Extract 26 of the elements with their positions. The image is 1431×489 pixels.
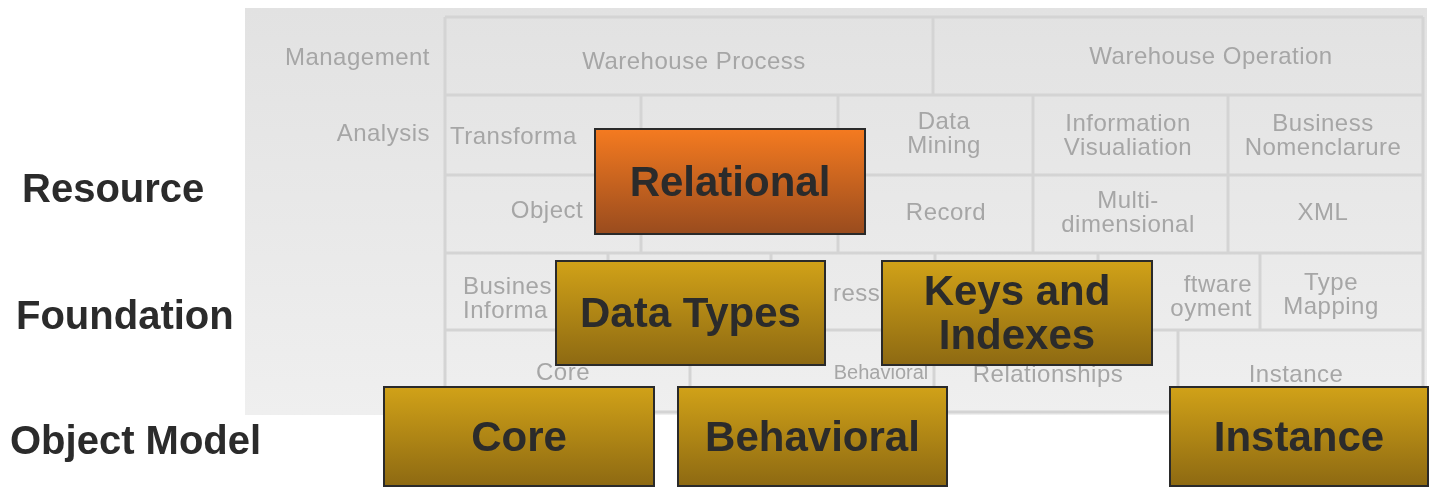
- module-label: Business Nomenclarure: [1243, 111, 1403, 159]
- highlighted-module-box: Relational: [594, 128, 866, 235]
- module-label: Instance: [1248, 362, 1344, 386]
- highlighted-module-box: Data Types: [555, 260, 826, 366]
- highlighted-module-box: Core: [383, 386, 655, 487]
- module-label: ress: [833, 281, 881, 305]
- highlighted-module-box: Instance: [1169, 386, 1429, 487]
- module-label: Type Mapping: [1282, 270, 1380, 318]
- module-label: Data Mining: [906, 109, 982, 157]
- module-label: Busines Informa: [463, 274, 553, 322]
- module-label: Information Visualiation: [1062, 111, 1194, 159]
- module-label: Warehouse Process: [582, 49, 806, 73]
- module-label: Warehouse Operation: [1089, 44, 1333, 68]
- highlighted-module-box: Keys and Indexes: [881, 260, 1153, 366]
- module-label: Analysis: [336, 121, 430, 145]
- layer-label: Object Model: [10, 417, 262, 463]
- module-label: XML: [1297, 200, 1349, 224]
- layer-label: Foundation: [16, 292, 234, 338]
- module-label: Object: [510, 198, 584, 222]
- module-label: ftware oyment: [1169, 272, 1252, 320]
- layer-label: Resource: [22, 165, 205, 211]
- module-label: Management: [284, 45, 430, 69]
- module-label: Transforma: [450, 124, 577, 148]
- module-label: Record: [905, 200, 987, 224]
- module-label: Multi-dimensional: [1060, 188, 1196, 236]
- highlighted-module-box: Behavioral: [677, 386, 948, 487]
